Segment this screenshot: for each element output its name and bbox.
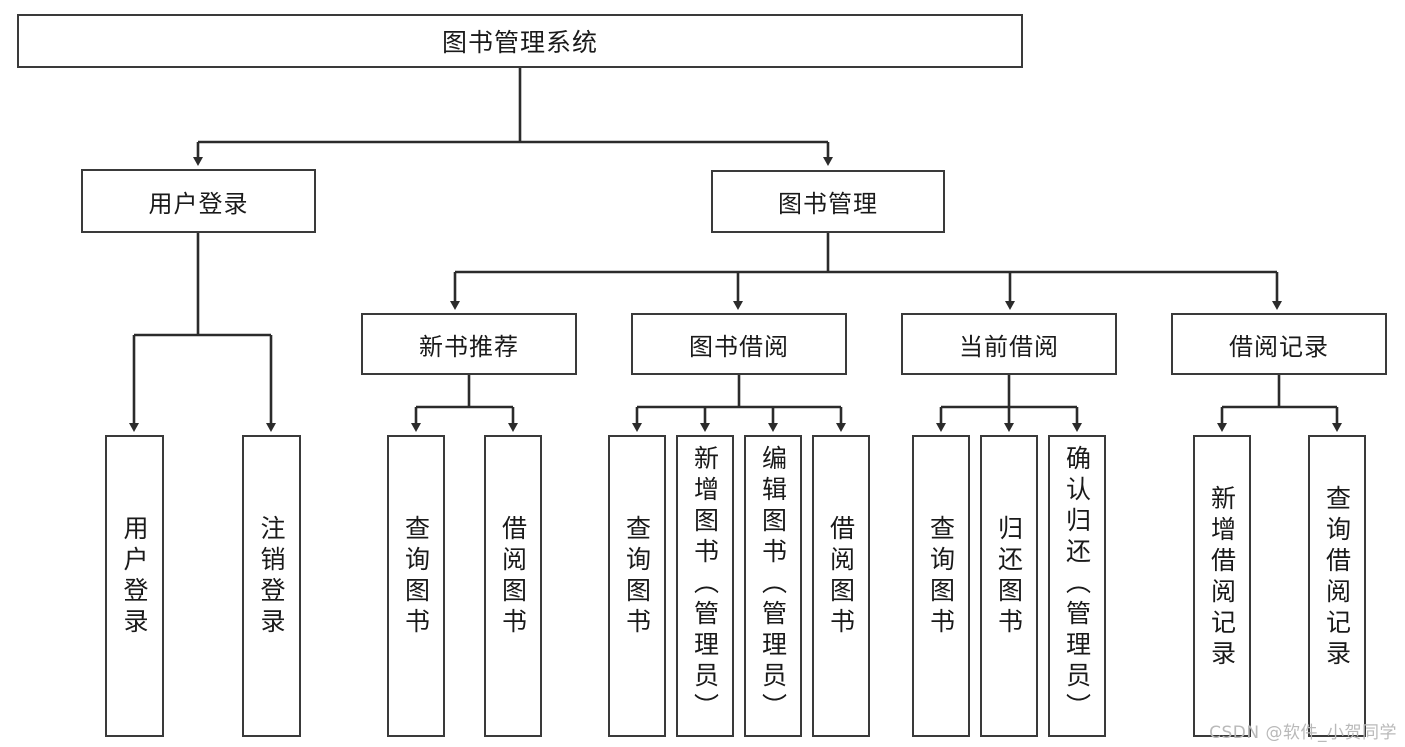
node-leaf-add-book[interactable]: 新增图书（管理员） <box>676 435 734 737</box>
node-leaf-edit-book[interactable]: 编辑图书（管理员） <box>744 435 802 737</box>
node-leaf-confirm-return[interactable]: 确认归还（管理员） <box>1048 435 1106 737</box>
node-label: 当前借阅 <box>959 332 1059 361</box>
node-leaf-query-borrow-record[interactable]: 查询借阅记录 <box>1308 435 1366 737</box>
node-leaf-query-book-current[interactable]: 查询图书 <box>912 435 970 737</box>
node-label: 图书管理 <box>778 190 878 218</box>
node-label: 新书推荐 <box>419 332 519 361</box>
node-label: 借阅图书 <box>498 515 528 639</box>
node-user-login[interactable]: 用户登录 <box>81 169 316 233</box>
node-book-borrow[interactable]: 图书借阅 <box>631 313 847 375</box>
node-label: 查询借阅记录 <box>1322 485 1352 671</box>
node-label: 查询图书 <box>401 515 431 639</box>
node-label: 归还图书 <box>994 515 1024 639</box>
node-label: 注销登录 <box>257 515 286 639</box>
node-borrow-record[interactable]: 借阅记录 <box>1171 313 1387 375</box>
node-label: 用户登录 <box>120 515 149 639</box>
node-label: 借阅图书 <box>826 515 856 639</box>
node-label: 查询图书 <box>622 515 652 639</box>
node-label: 新增图书（管理员） <box>690 445 720 724</box>
node-leaf-return-book[interactable]: 归还图书 <box>980 435 1038 737</box>
node-label: 用户登录 <box>148 189 249 218</box>
node-label: 编辑图书（管理员） <box>758 445 788 724</box>
node-root-book-management-system[interactable]: 图书管理系统 <box>17 14 1023 68</box>
node-label: 图书管理系统 <box>441 28 598 57</box>
node-label: 新增借阅记录 <box>1207 485 1237 671</box>
node-book-manage[interactable]: 图书管理 <box>711 170 945 233</box>
node-current-borrow[interactable]: 当前借阅 <box>901 313 1117 375</box>
node-label: 查询图书 <box>926 515 956 639</box>
csdn-watermark: CSDN @软件_小贺同学 <box>1209 723 1397 743</box>
node-leaf-query-book-borrow[interactable]: 查询图书 <box>608 435 666 737</box>
node-label: 确认归还（管理员） <box>1062 445 1092 724</box>
node-leaf-borrow-book-recommend[interactable]: 借阅图书 <box>484 435 542 737</box>
node-label: 借阅记录 <box>1229 332 1329 361</box>
node-leaf-user-login[interactable]: 用户登录 <box>105 435 164 737</box>
node-leaf-user-logout[interactable]: 注销登录 <box>242 435 301 737</box>
node-leaf-borrow-book[interactable]: 借阅图书 <box>812 435 870 737</box>
node-label: 图书借阅 <box>689 332 789 361</box>
node-new-book-recommend[interactable]: 新书推荐 <box>361 313 577 375</box>
node-leaf-query-book-recommend[interactable]: 查询图书 <box>387 435 445 737</box>
node-leaf-add-borrow-record[interactable]: 新增借阅记录 <box>1193 435 1251 737</box>
